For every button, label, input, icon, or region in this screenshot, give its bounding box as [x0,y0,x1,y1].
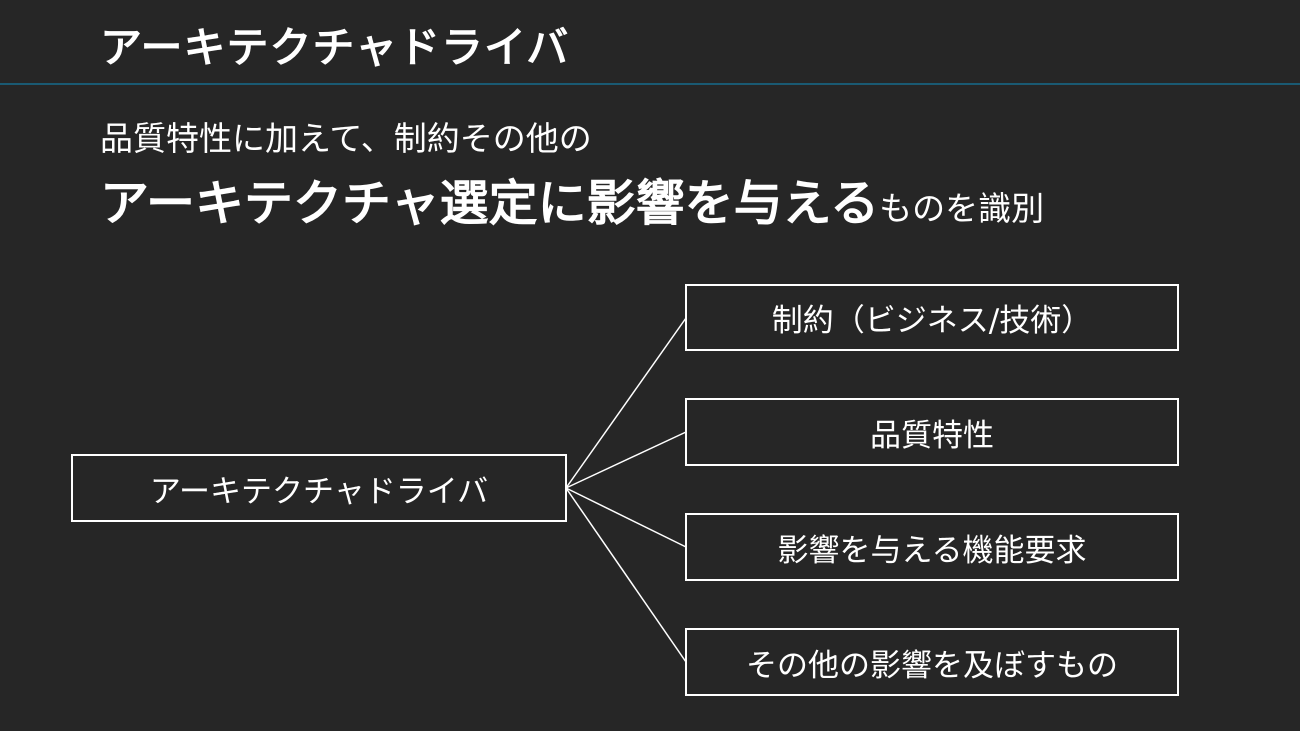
child-node-quality: 品質特性 [685,398,1179,466]
connector-line [565,431,687,489]
subtitle-line-2: アーキテクチャ選定に影響を与えるものを識別 [100,164,1044,235]
connector-line [565,317,687,489]
connector-line [565,487,687,548]
child-node-functional: 影響を与える機能要求 [685,513,1179,581]
subtitle-line-1: 品質特性に加えて、制約その他の [100,119,592,158]
root-node: アーキテクチャドライバ [71,454,567,522]
child-node-other: その他の影響を及ぼすもの [685,628,1179,696]
subtitle-rest: ものを識別 [879,189,1045,228]
subtitle-emphasis: アーキテクチャ選定に影響を与える [100,175,880,232]
connector-line [565,487,687,663]
title-divider [0,83,1300,85]
slide-title: アーキテクチャドライバ [100,23,570,72]
child-node-constraints: 制約（ビジネス/技術） [685,284,1179,351]
